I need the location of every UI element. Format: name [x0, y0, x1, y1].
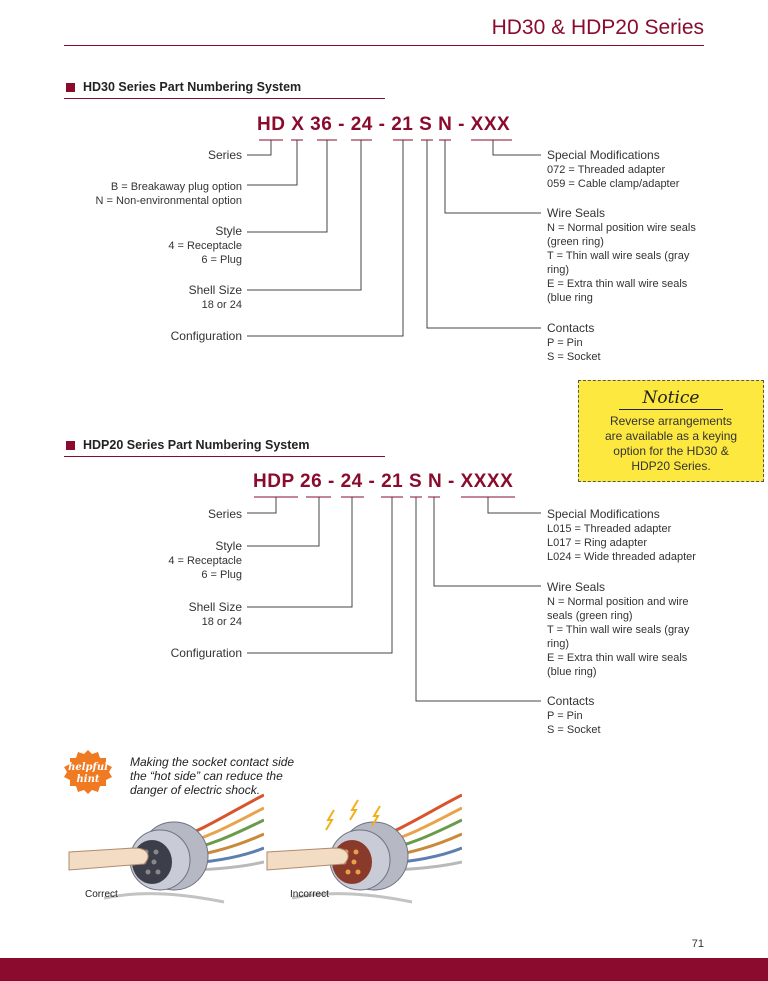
hd30-shell-line [247, 140, 362, 291]
hd30-shell-label: Shell Size 18 or 24 [188, 283, 242, 311]
hd30-section-title: HD30 Series Part Numbering System [83, 80, 302, 94]
svg-text:helpful: helpful [68, 762, 108, 773]
hdp20-config-line [247, 497, 393, 654]
page-number: 71 [691, 938, 704, 950]
hd30-style-label: Style 4 = Receptacle 6 = Plug [168, 224, 242, 266]
hdp20-style-line [247, 497, 320, 547]
hint-text: Making the socket contact side the “hot … [130, 755, 295, 797]
hdp20-shell-line [247, 497, 353, 608]
footer-bar [0, 958, 768, 981]
hdp20-shell-label: Shell Size 18 or 24 [188, 600, 242, 628]
section-bullet [66, 441, 75, 450]
hdp20-section-title: HDP20 Series Part Numbering System [83, 438, 310, 452]
hd30-series-line [247, 140, 272, 156]
hd30-contacts-label: Contacts P = Pin S = Socket [547, 321, 601, 363]
hd30-section-rule [64, 98, 385, 99]
hdp20-contacts-line [415, 497, 541, 702]
hdp20-seals-line [433, 497, 541, 587]
notice-body: Reverse arrangements are available as a … [604, 414, 738, 473]
hd30-series-label: Series [207, 148, 242, 162]
correct-caption: Correct [85, 889, 118, 900]
incorrect-illustration [266, 793, 462, 904]
hd30-seals-line [444, 140, 541, 214]
hdp20-section-rule [64, 456, 385, 457]
hdp20-series-line [247, 497, 277, 514]
hd30-special-line [492, 140, 541, 156]
hdp20-series-label: Series [207, 507, 242, 521]
notice-title: Notice [618, 388, 724, 410]
hdp20-special-line [487, 497, 541, 514]
hd30-option-line [247, 140, 298, 186]
notice-box: Notice Reverse arrangements are availabl… [578, 380, 764, 482]
hd30-special-label: Special Modifications 072 = Threaded ada… [547, 148, 680, 190]
svg-text:hint: hint [77, 774, 100, 785]
correct-illustration [68, 793, 264, 904]
incorrect-caption: Incorrect [290, 889, 329, 900]
section-bullet [66, 83, 75, 92]
page-header-title: HD30 & HDP20 Series [491, 16, 704, 39]
header-divider [64, 45, 704, 46]
hd30-config-label: Configuration [170, 329, 242, 343]
hdp20-part-number: HDP 26 - 24 - 21 S N - XXXX [253, 471, 514, 492]
hd30-style-line [247, 140, 328, 233]
hdp20-contacts-label: Contacts P = Pin S = Socket [547, 694, 601, 736]
hdp20-special-label: Special Modifications L015 = Threaded ad… [547, 507, 696, 563]
hdp20-config-label: Configuration [170, 646, 242, 660]
hd30-contacts-line [426, 140, 541, 329]
hdp20-seals-label: Wire Seals N = Normal position and wire … [547, 580, 690, 678]
hd30-seals-label: Wire Seals N = Normal position wire seal… [547, 206, 696, 304]
hd30-config-line [247, 140, 404, 337]
helpful-hint-badge-icon: helpful hint [64, 750, 112, 794]
hdp20-style-label: Style 4 = Receptacle 6 = Plug [168, 539, 242, 581]
hd30-part-number: HD X 36 - 24 - 21 S N - XXX [257, 114, 511, 135]
hd30-options-label: B = Breakaway plug option N = Non-enviro… [95, 181, 242, 207]
